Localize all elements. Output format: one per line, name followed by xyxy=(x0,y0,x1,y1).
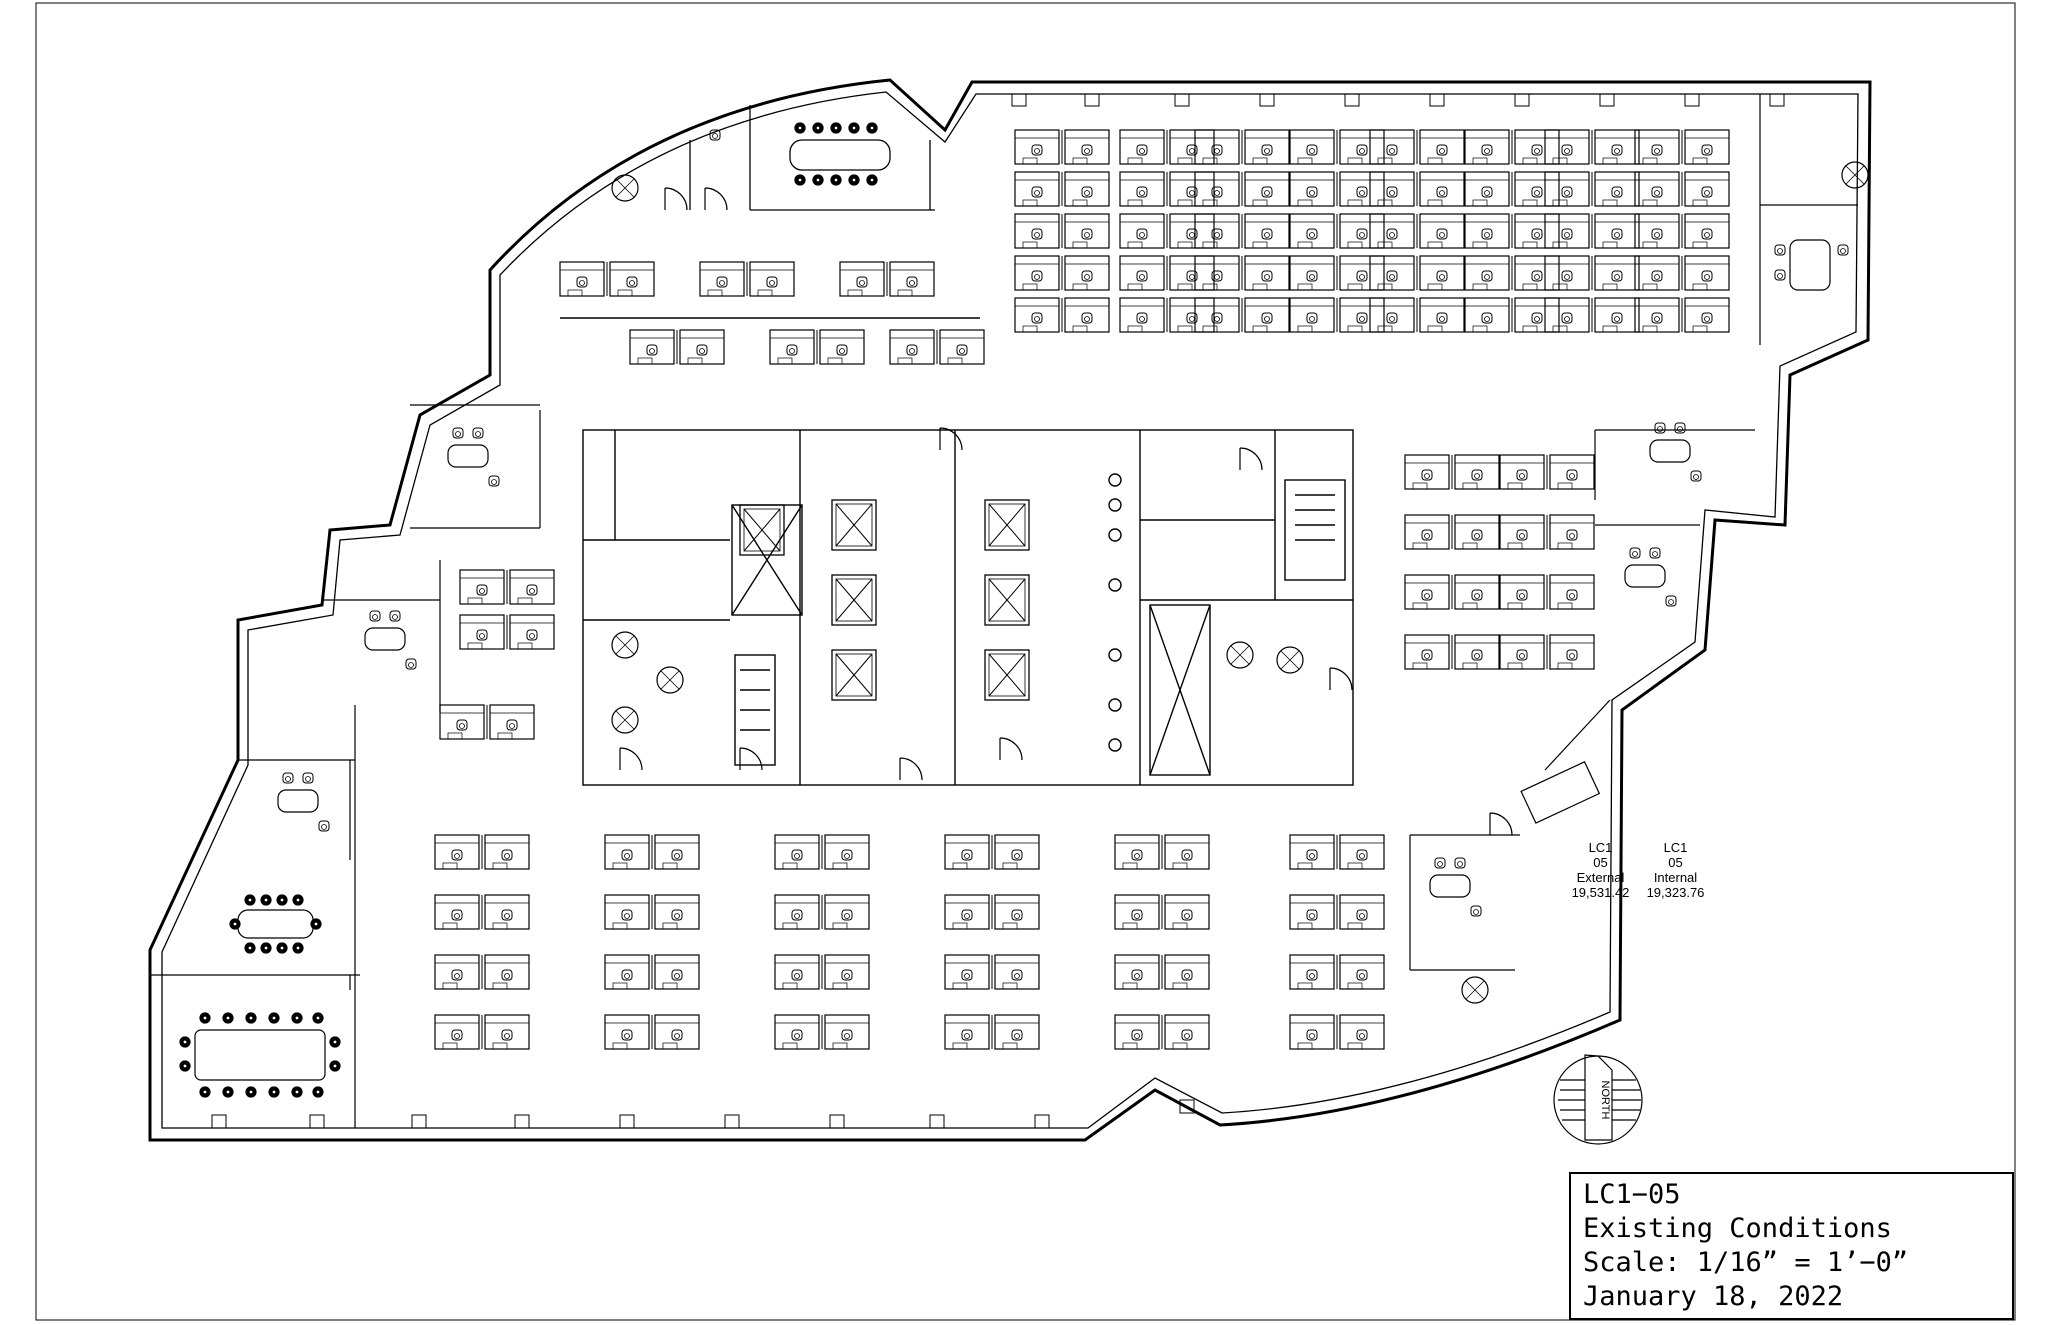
north-arrow-icon xyxy=(1553,1054,1643,1145)
right-offices xyxy=(1409,423,1755,1004)
workstations-upper-right xyxy=(1015,130,1729,332)
upper-conference-rooms xyxy=(611,105,935,211)
drawing-scale: Scale: 1/16” = 1’−0” xyxy=(1583,1247,1909,1278)
area-label-floor: 05 xyxy=(1668,855,1683,870)
workstations-upper-left xyxy=(560,262,984,364)
area-label-name: LC1 xyxy=(1588,840,1613,855)
title-block: LC1−05 Existing Conditions Scale: 1/16” … xyxy=(1569,1172,2014,1320)
left-conference-rooms xyxy=(179,894,341,1098)
drawing-id: LC1−05 xyxy=(1583,1179,1681,1210)
building-core xyxy=(582,427,1354,786)
upper-right-offices xyxy=(1759,94,1869,345)
workstations-lower xyxy=(435,835,1384,1049)
window-mullions xyxy=(211,93,1785,1129)
north-arrow-label: NORTH xyxy=(1599,1081,1611,1120)
interior-partitions xyxy=(349,699,1611,990)
workstations-left-mid xyxy=(440,570,554,739)
left-offices xyxy=(150,404,541,1128)
building-outline xyxy=(148,78,1872,1142)
area-label-external: LC1 05 External 19,531.42 xyxy=(1563,840,1638,900)
workstations-right-mid xyxy=(1405,455,1594,669)
sheet-border xyxy=(35,2,2016,1321)
area-label-name: LC1 xyxy=(1663,840,1688,855)
drawing-date: January 18, 2022 xyxy=(1583,1281,1844,1312)
area-label-type: External xyxy=(1576,870,1625,885)
area-label-value: 19,323.76 xyxy=(1646,885,1705,900)
drawing-description: Existing Conditions xyxy=(1583,1213,1892,1244)
area-label-internal: LC1 05 Internal 19,323.76 xyxy=(1638,840,1713,900)
area-label-value: 19,531.42 xyxy=(1571,885,1630,900)
area-label-floor: 05 xyxy=(1593,855,1608,870)
area-label-type: Internal xyxy=(1653,870,1698,885)
